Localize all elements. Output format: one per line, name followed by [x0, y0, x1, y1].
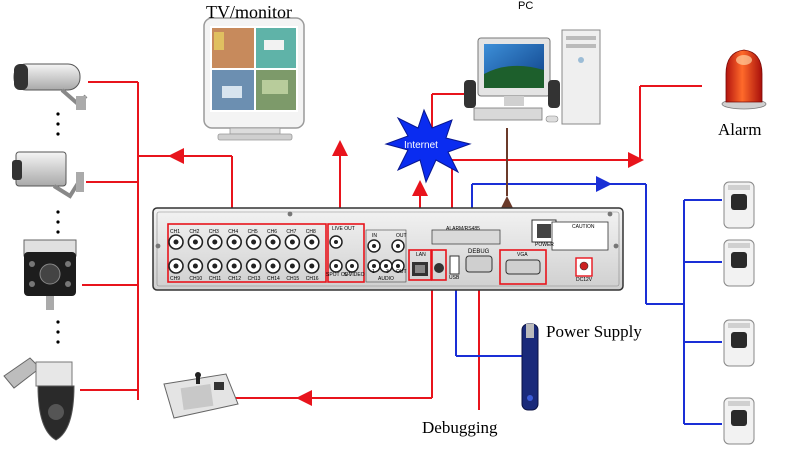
aux-pin [372, 244, 376, 248]
dc-label: DC12V [576, 277, 593, 283]
bullet-camera-icon [13, 63, 88, 110]
monitor-icon [203, 17, 305, 141]
ptz-keyboard-icon [163, 372, 239, 419]
internet-label: Internet [404, 140, 438, 151]
audio-in-label: IN [372, 233, 377, 239]
aux-pin [396, 264, 400, 268]
bnc-pin [173, 239, 179, 245]
audio-port-1-label: 1 [372, 269, 375, 275]
channel-label: CH7 [286, 229, 297, 235]
pc-icon [464, 29, 601, 125]
bnc-pin [192, 239, 198, 245]
power-label: POWER [535, 242, 554, 248]
pir-lens [731, 332, 747, 348]
channel-label: CH10 [189, 276, 203, 282]
bnc-pin [212, 263, 218, 269]
channel-label: CH11 [208, 276, 222, 282]
channel-label: CH5 [247, 229, 258, 235]
bnc-pin [309, 239, 315, 245]
pir-lens [731, 252, 747, 268]
channel-label: CH15 [286, 276, 300, 282]
alarm-rs485-label: ALARM/RS485 [446, 226, 480, 232]
bnc-pin [192, 263, 198, 269]
channel-label: CH4 [228, 229, 239, 235]
bnc-pin [231, 263, 237, 269]
channel-label: CH2 [189, 229, 200, 235]
vga-label: VGA [517, 252, 528, 258]
internet-starburst-icon [384, 108, 472, 184]
camera-ellipsis-dots [56, 112, 60, 344]
alarm-siren-icon [721, 49, 767, 110]
channel-label: CH6 [267, 229, 278, 235]
bnc-pin [309, 263, 315, 269]
bnc-pin [173, 263, 179, 269]
channel-label: CH9 [170, 276, 181, 282]
alarm-label: Alarm [718, 120, 762, 139]
blue-arrowhead [596, 176, 612, 192]
caution-label: CAUTION [572, 224, 595, 230]
ir-camera-icon [23, 239, 77, 310]
box-camera-icon [12, 151, 84, 199]
bnc-pin [231, 239, 237, 245]
aux-pin [396, 244, 400, 248]
bnc-pin [270, 263, 276, 269]
s-video-label: S-VIDEO [344, 272, 365, 278]
live-out-label: LIVE OUT [332, 226, 355, 232]
usb-stick-icon [521, 323, 539, 411]
channel-label: CH12 [228, 276, 241, 282]
channel-label: CH3 [208, 229, 219, 235]
bnc-pin [212, 239, 218, 245]
pir-lens [731, 194, 747, 210]
channel-label: CH14 [267, 276, 280, 282]
audio-label: AUDIO [378, 276, 394, 282]
pir-cap [728, 243, 750, 248]
debug-label: DEBUG [468, 249, 490, 255]
channel-label: CH13 [247, 276, 261, 282]
red-arrowheads [168, 140, 644, 406]
audio-out2-label: OUT [396, 269, 407, 275]
bnc-pin [251, 239, 257, 245]
audio-out-label: OUT [396, 233, 407, 239]
bnc-pin [289, 263, 295, 269]
sensor-wiring [455, 183, 722, 425]
bnc-pin [289, 239, 295, 245]
audio-port-3-label: 3 [386, 269, 389, 275]
pir-cap [728, 323, 750, 328]
channel-label: CH1 [170, 229, 181, 235]
pir-cap [728, 401, 750, 406]
power-supply-label: Power Supply [546, 322, 642, 341]
bnc-pin [251, 263, 257, 269]
pir-lens [731, 410, 747, 426]
channel-label: CH8 [305, 229, 316, 235]
aux-pin [384, 264, 388, 268]
lan-label: LAN [416, 252, 426, 258]
debugging-label: Debugging [422, 418, 498, 437]
pir-sensors [723, 181, 755, 445]
aux-pin [350, 264, 354, 268]
bnc-pin [270, 239, 276, 245]
aux-pin [372, 264, 376, 268]
pir-cap [728, 185, 750, 190]
spot-out-label: SPOT OUT [326, 272, 352, 278]
channel-label: CH16 [305, 276, 319, 282]
pc-label: PC [518, 0, 534, 12]
bnc-connectors [168, 234, 405, 274]
tv-monitor-label: TV/monitor [206, 2, 292, 22]
ptz-dome-camera-icon [3, 357, 75, 441]
aux-pin [334, 264, 338, 268]
aux-pin [334, 240, 338, 244]
usb-label: USB [449, 275, 460, 281]
